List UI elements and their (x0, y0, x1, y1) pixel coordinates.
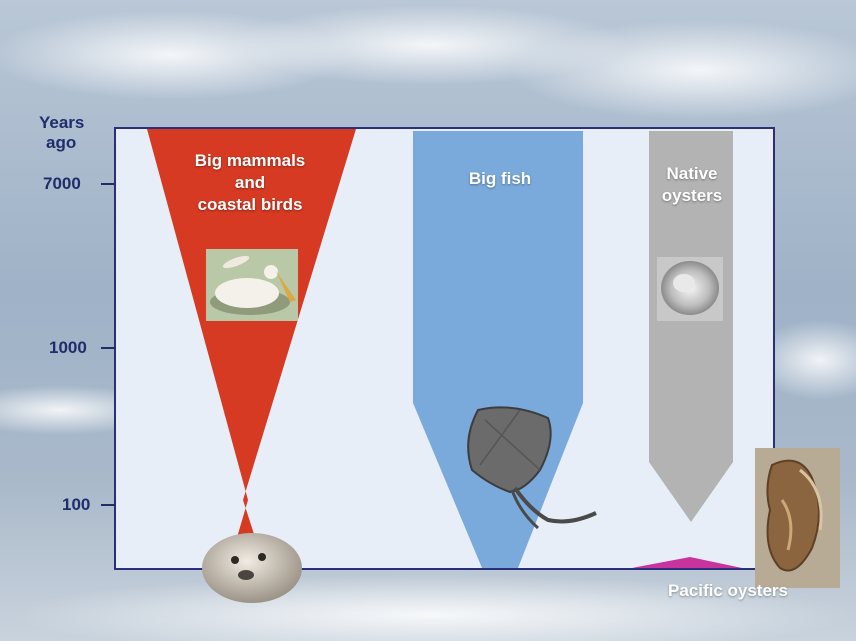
y-axis-title-line2: ago (46, 133, 76, 153)
y-tick-label-1000: 1000 (49, 338, 87, 358)
pelican-photo (206, 249, 298, 321)
native-oysters-label: Native oysters (648, 163, 736, 207)
big-mammals-label-line2: and (160, 172, 340, 194)
big-mammals-label-line3: coastal birds (160, 194, 340, 216)
pacific-oyster-photo (755, 448, 840, 588)
pacific-oysters-label-line1: Pacific oysters (648, 580, 808, 602)
seal-photo (202, 533, 302, 603)
y-axis-title-line1: Years (39, 113, 84, 133)
native-oysters-label-line2: oysters (648, 185, 736, 207)
native-oysters-label-line1: Native (648, 163, 736, 185)
native-oyster-photo (657, 257, 723, 321)
big-fish-label-line1: Big fish (430, 168, 570, 190)
big-mammals-label-line1: Big mammals (160, 150, 340, 172)
big-fish-label: Big fish (430, 168, 570, 190)
y-tick-label-100: 100 (62, 495, 90, 515)
pacific-oysters-label: Pacific oysters (648, 580, 808, 602)
big-mammals-label: Big mammals and coastal birds (160, 150, 340, 216)
y-tick-label-7000: 7000 (43, 174, 81, 194)
